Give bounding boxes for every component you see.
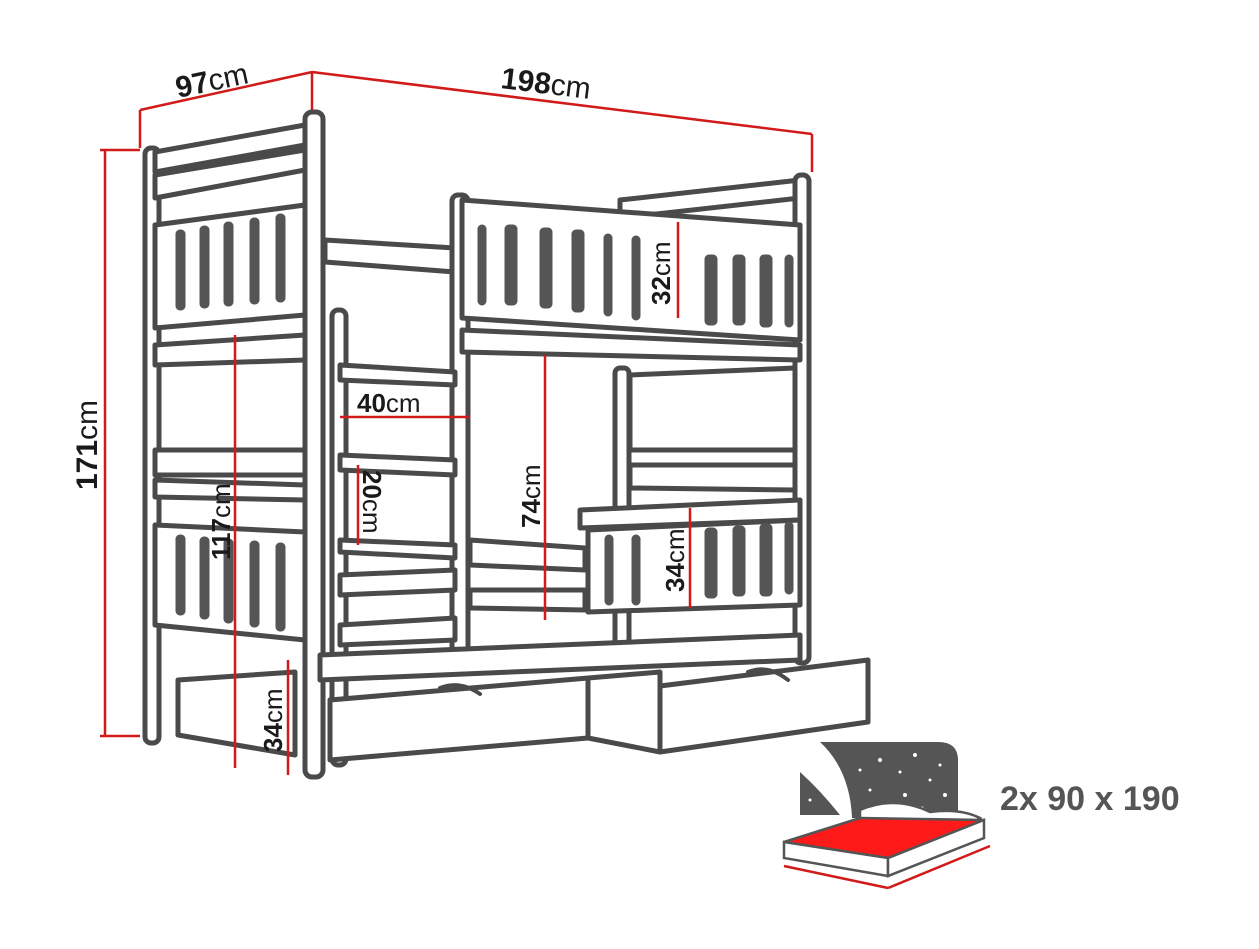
lower-rail-slots: [604, 521, 794, 606]
right-back-window: [627, 365, 798, 453]
ladder-rung-2: [337, 452, 458, 478]
upper-bed-height-label: 117cm: [206, 483, 236, 560]
lower-bed-rail-2: [467, 587, 588, 613]
left-top-bar-2: [152, 147, 308, 201]
left-mid-bar: [152, 332, 308, 368]
ladder-left-post: [329, 307, 349, 768]
moon-icon: [820, 742, 852, 818]
bed-frame: [142, 109, 871, 780]
lower-clearance-label: 74cm: [516, 464, 546, 528]
depth-label: 97cm: [173, 57, 252, 105]
height-label: 171cm: [71, 400, 104, 490]
mattress-icon: [782, 742, 991, 890]
drawer-handle-1: [438, 683, 482, 696]
depth-line: [139, 70, 313, 112]
ladder-rung-1: [337, 362, 458, 388]
ladder-rung-4: [337, 567, 458, 598]
left-lower-bar-2: [152, 477, 308, 503]
upper-rail-label: 32cm: [646, 241, 676, 305]
back-top-beam: [322, 237, 458, 275]
night-sky-icon: [820, 742, 958, 818]
left-lower-top-bar: [152, 447, 308, 478]
drawer-front-2: [657, 657, 871, 755]
ladder-rung-3: [337, 537, 458, 561]
lower-rail-label: 34cm: [660, 528, 690, 592]
left-top-bar: [152, 122, 308, 175]
drawer-height-label: 34cm: [258, 688, 288, 752]
lower-guard-rail: [585, 517, 803, 615]
ladder-step-label: 20cm: [357, 470, 387, 534]
dimension-labels: 97cm 198cm 171cm 32cm 40cm 20cm 74cm 117…: [71, 57, 690, 752]
length-label: 198cm: [499, 62, 592, 106]
left-back-post: [302, 109, 326, 780]
dimension-lines: [100, 70, 814, 775]
mattress-width-line: [887, 844, 991, 890]
drawer-handle-2: [746, 667, 790, 682]
base-rail: [317, 632, 803, 683]
drawer-front-1: [327, 675, 591, 763]
left-upper-slots: [175, 213, 286, 311]
ladder-width-label: 40cm: [357, 388, 421, 418]
drawer-left-side: [175, 669, 298, 758]
right-back-bar: [627, 462, 798, 493]
ladder-rung-5: [337, 615, 458, 648]
mattress-size-label: 2x 90 x 190: [1000, 780, 1180, 818]
length-line: [311, 70, 813, 136]
drawer-side-2: [585, 669, 663, 755]
upper-rail-slots: [477, 224, 794, 328]
lower-bed-rail: [467, 537, 588, 573]
left-lower-slots: [175, 534, 286, 632]
upper-rail-bottom: [459, 327, 803, 363]
mattress-length-line: [783, 864, 889, 890]
